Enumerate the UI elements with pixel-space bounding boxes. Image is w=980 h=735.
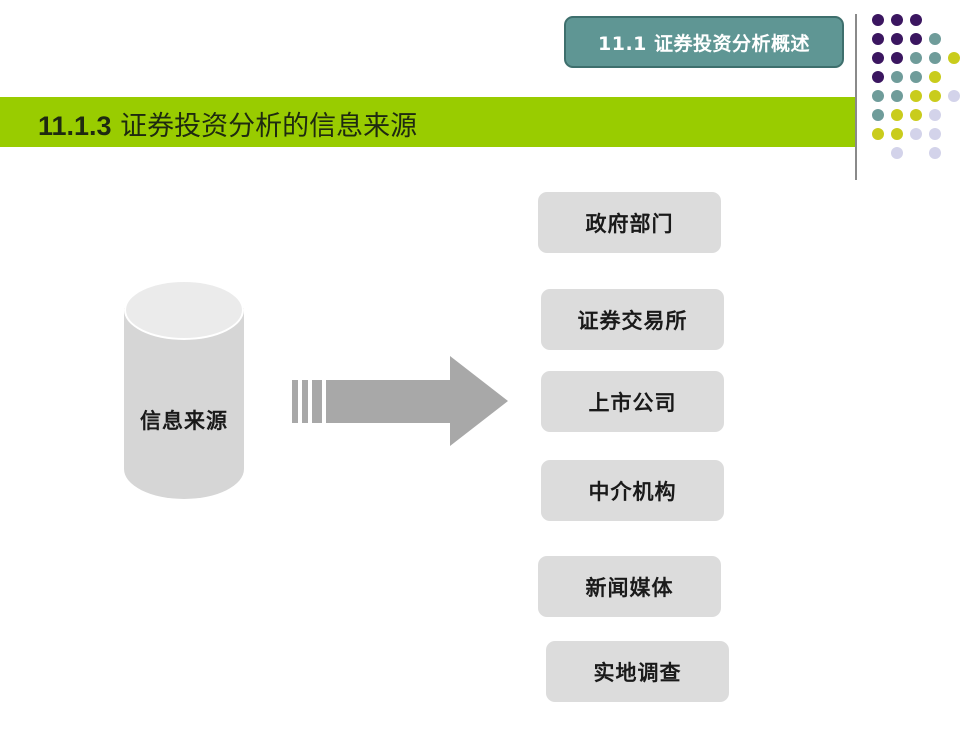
decorative-dot: [891, 33, 903, 45]
decorative-dot: [872, 109, 884, 121]
decorative-dot: [891, 52, 903, 64]
decorative-dot: [929, 90, 941, 102]
target-box-listed-company: 上市公司: [541, 371, 724, 432]
decorative-dot: [929, 147, 941, 159]
arrow-right-icon: [292, 356, 508, 446]
slide-title-number: 11.1.3: [38, 111, 112, 141]
decorative-dot: [948, 90, 960, 102]
slide-title-text: 证券投资分析的信息来源: [111, 111, 418, 142]
decorative-dot: [891, 71, 903, 83]
decorative-dot: [891, 90, 903, 102]
decorative-dot: [929, 71, 941, 83]
section-tab: 11.1 证券投资分析概述: [564, 16, 844, 68]
slide-title: 11.1.3 证券投资分析的信息来源: [38, 104, 417, 143]
decorative-dot: [891, 14, 903, 26]
title-bar: [0, 97, 855, 147]
decorative-dot: [929, 52, 941, 64]
decorative-dot: [929, 33, 941, 45]
decorative-dot: [910, 128, 922, 140]
source-cylinder-top: [124, 280, 244, 340]
target-box-news-media: 新闻媒体: [538, 556, 721, 617]
target-box-intermediary: 中介机构: [541, 460, 724, 521]
decorative-dot: [872, 128, 884, 140]
decorative-dot: [872, 71, 884, 83]
decorative-dot: [872, 33, 884, 45]
header-divider: [855, 14, 857, 180]
decorative-dot: [872, 90, 884, 102]
source-label: 信息来源: [140, 409, 228, 433]
target-box-stock-exchange: 证券交易所: [541, 289, 724, 350]
target-box-government: 政府部门: [538, 192, 721, 253]
decorative-dot: [910, 52, 922, 64]
target-box-field-survey: 实地调查: [546, 641, 729, 702]
decorative-dot: [891, 147, 903, 159]
decorative-dot: [910, 33, 922, 45]
decorative-dot: [910, 90, 922, 102]
decorative-dot: [910, 14, 922, 26]
decorative-dot: [929, 109, 941, 121]
decorative-dot: [872, 52, 884, 64]
decorative-dot: [948, 52, 960, 64]
decorative-dot: [872, 14, 884, 26]
decorative-dot: [891, 109, 903, 121]
decorative-dot: [891, 128, 903, 140]
decorative-dot: [910, 71, 922, 83]
decorative-dot: [929, 128, 941, 140]
decorative-dot: [910, 109, 922, 121]
